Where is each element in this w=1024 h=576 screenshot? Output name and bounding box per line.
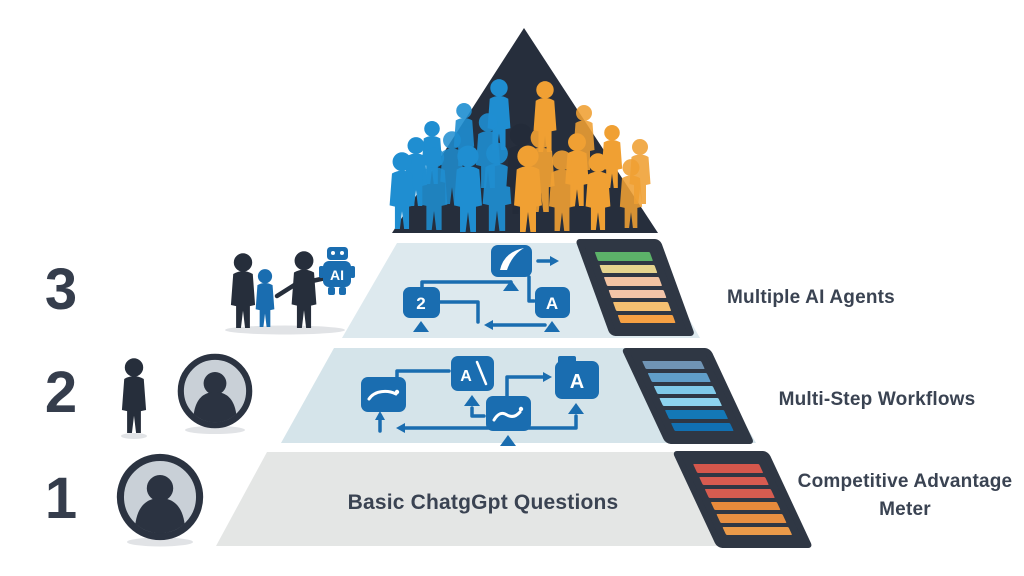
meter-stripe <box>599 264 658 273</box>
quill-icon <box>500 248 524 270</box>
meter-stripe <box>670 422 734 431</box>
workflow-pen-label: A <box>460 368 472 385</box>
meter-stripe <box>698 476 769 485</box>
pen-line-icon <box>367 389 398 401</box>
workflow-agent-label: A <box>546 294 558 313</box>
level-3-label: Multiple AI Agents <box>727 287 895 308</box>
level-1-label: Competitive Advantage Meter <box>797 471 1013 520</box>
meter-stripe <box>612 302 672 311</box>
meter-stripe <box>594 252 653 261</box>
meter-stripe <box>665 410 728 419</box>
hand-tool-icon <box>492 410 522 422</box>
level-2-number: 2 <box>44 360 78 425</box>
meter-stripe <box>608 289 667 298</box>
robot-icon: AI <box>319 247 355 295</box>
level-1-number: 1 <box>44 466 78 531</box>
pyramid-level-1-band <box>216 452 810 546</box>
pen-slash-icon <box>475 360 488 386</box>
workflow-step-label: 2 <box>416 294 425 313</box>
level-1-inner-label: Basic ChatgGpt Questions <box>347 491 619 514</box>
workflow-agent-label: A <box>570 371 584 393</box>
workflow-level2: A A <box>361 356 599 446</box>
meter-stripe <box>653 385 717 394</box>
meter-stripe <box>617 314 676 323</box>
meter-stripe <box>704 489 775 498</box>
meter-stripe <box>603 277 662 286</box>
meter-stripe <box>647 373 711 382</box>
person-icon <box>121 358 147 439</box>
meter-stripe <box>722 526 793 535</box>
level-3-number: 3 <box>44 257 78 322</box>
user-avatar-icon-level1 <box>120 457 199 547</box>
meter-stripe <box>659 397 723 407</box>
meter-stripe <box>716 514 787 523</box>
meter-stripe <box>642 361 705 370</box>
robot-label: AI <box>330 267 344 283</box>
user-avatar-icon-level2 <box>181 357 249 434</box>
level-2-label: Multi-Step Workflows <box>778 389 976 410</box>
meter-stripe <box>710 501 781 510</box>
workflow-level3: 2 A <box>403 245 570 332</box>
family-with-ai-robot-icon: AI <box>225 247 355 335</box>
meter-stripe <box>693 464 764 473</box>
